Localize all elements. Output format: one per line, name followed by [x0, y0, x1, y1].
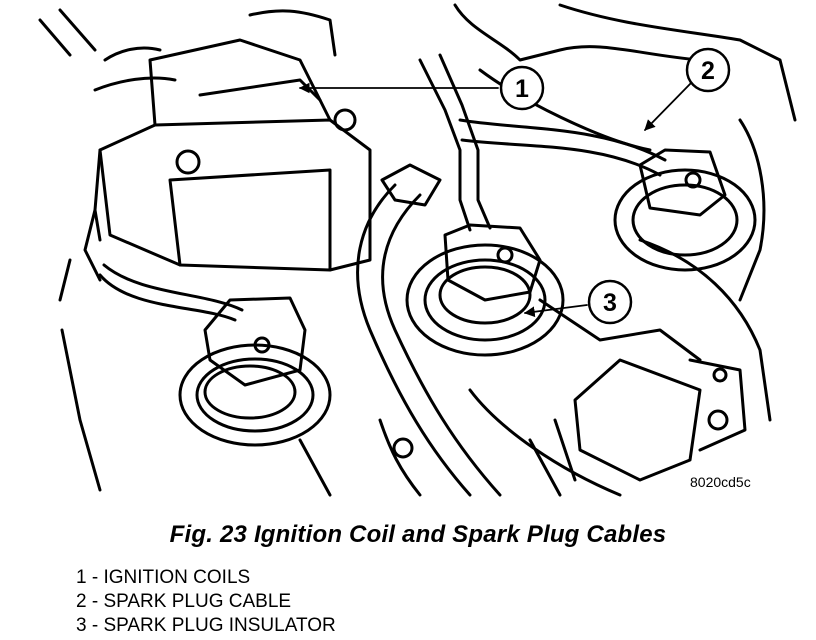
spark-plug-boot-right [613, 148, 757, 272]
figure-code: 8020cd5c [690, 474, 751, 490]
callout-2-number: 2 [701, 57, 715, 85]
figure-caption: Fig. 23 Ignition Coil and Spark Plug Cab… [169, 521, 667, 548]
legend-item-spark-plug-cable: 2 - SPARK PLUG CABLE [76, 591, 292, 612]
callout-2: 2 [644, 47, 731, 131]
spark-plug-cable-right [458, 118, 667, 177]
callout-3-number: 3 [603, 289, 617, 317]
callout-3: 3 [523, 279, 633, 325]
spark-plug-boot-center [405, 223, 565, 357]
sensor-connector [392, 358, 747, 497]
legend-list: 1 - IGNITION COILS 2 - SPARK PLUG CABLE … [76, 566, 336, 638]
callout-1-number: 1 [515, 75, 529, 103]
vacuum-hose [356, 163, 502, 497]
engine-illustration: 1 2 3 8020cd5c [38, 3, 797, 497]
ignition-coil-pack [83, 9, 372, 282]
legend-item-ignition-coils: 1 - IGNITION COILS [76, 567, 251, 588]
spark-plug-boot-left [178, 296, 332, 447]
engine-block-outline [38, 3, 797, 497]
callout-1: 1 [298, 65, 545, 111]
legend-item-spark-plug-insulator: 3 - SPARK PLUG INSULATOR [76, 615, 336, 636]
